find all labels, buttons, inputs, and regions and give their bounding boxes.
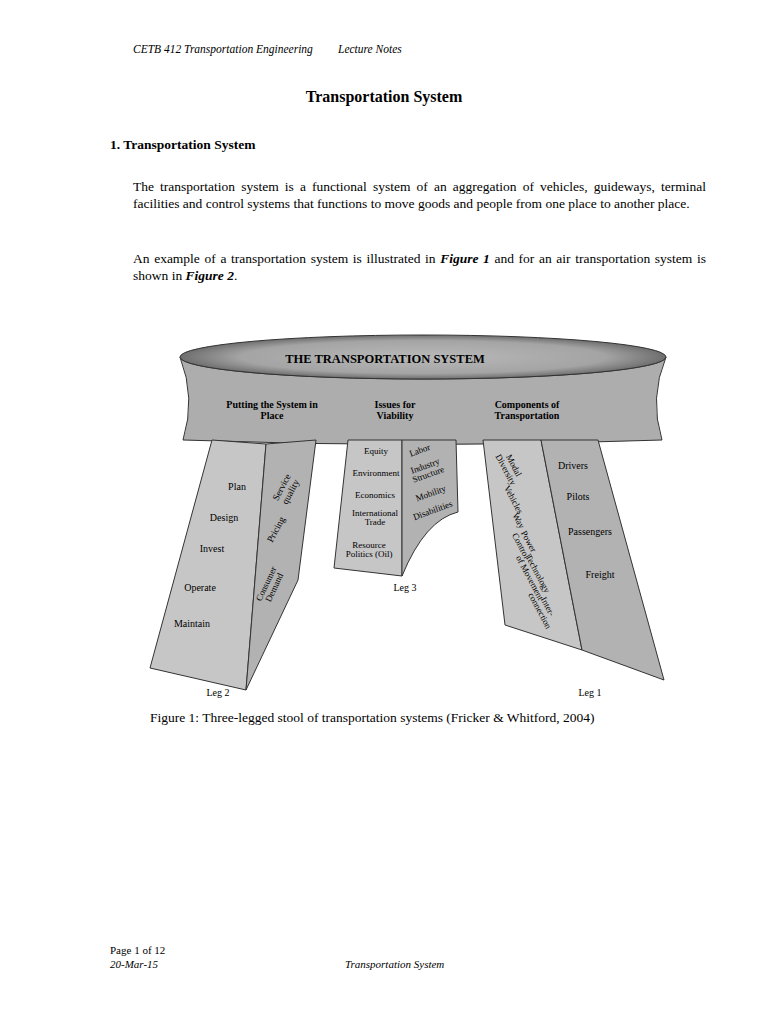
seat-top [180,335,666,379]
leg-item: Passengers [568,527,612,538]
leg-label: Leg 2 [206,687,229,698]
section-heading: 1. Transportation System [110,137,255,153]
page-title: Transportation System [0,88,768,106]
figure-reference: Figure 2 [186,268,234,283]
figure-reference: Figure 1 [440,251,490,266]
leg-item: Drivers [558,461,588,472]
leg-item: Resource Politics (Oil) [341,541,397,560]
leg-panel: Service qualityPricingConsumer Demand [244,436,320,692]
leg-item: Equity [364,447,388,456]
leg-panel-shape [246,440,316,690]
body-text: . [234,268,237,283]
footer-title: Transportation System [345,958,444,970]
leg-item: International Trade [346,509,404,528]
leg-item: Economics [355,491,395,500]
leg-item: Invest [200,544,224,555]
node-outline [174,330,672,450]
footer-date: 20-Mar-15 [110,958,158,970]
leg-label: Leg 3 [393,582,416,593]
body-text: An example of a transportation system is… [133,251,436,266]
leg-label: Leg 1 [578,687,601,698]
seat-heading: Issues for Viability [364,400,426,421]
figure-caption: Figure 1: Three-legged stool of transpor… [150,710,595,726]
leg-panel: EquityEnvironmentEconomicsInternational … [332,436,404,578]
header-course: CETB 412 Transportation Engineering [133,43,313,55]
seat-heading: Putting the System in Place [217,400,327,421]
seat-title: THE TRANSPORTATION SYSTEM [285,353,485,366]
leg-item: Environment [353,469,400,478]
leg-item: Pilots [567,492,590,503]
node-outline [244,436,320,692]
leg-item: Plan [228,482,246,493]
header-note: Lecture Notes [338,43,402,55]
leg-panel: LaborIndustry StructureMobilityDisabilit… [400,436,462,578]
body-paragraph: The transportation system is a functiona… [133,178,706,212]
node-outline [539,436,667,682]
leg-item: Operate [184,583,216,594]
body-paragraph: An example of a transportation system is… [133,250,706,284]
stool-seat: THE TRANSPORTATION SYSTEM Putting the Sys… [174,330,672,450]
footer-page: Page 1 of 12 [110,944,165,956]
leg-panel-shape [541,440,664,680]
seat-heading: Components of Transportation [472,400,582,421]
leg-item: Freight [586,570,615,581]
leg-item: Maintain [174,619,210,630]
leg-item: Design [210,513,238,524]
leg-panel: DriversPilotsPassengersFreight [539,436,667,682]
